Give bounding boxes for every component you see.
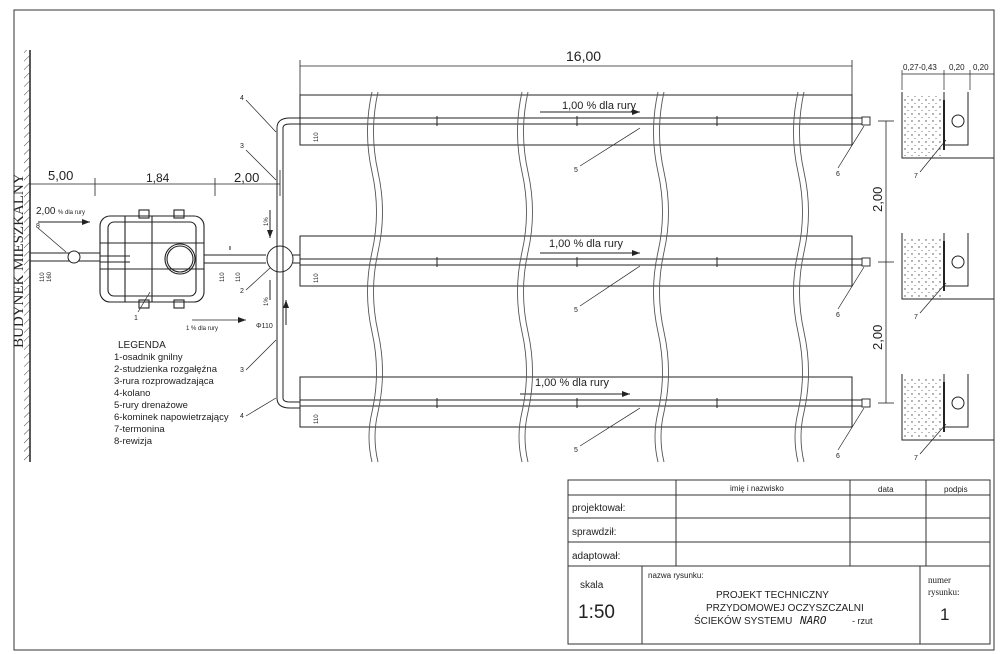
dimension-16: [299, 60, 853, 95]
callout-leaders-right: [579, 125, 947, 455]
pipe-diameter-vertical: Φ110: [256, 323, 273, 330]
legend-item: 6-kominek napowietrzający: [114, 412, 229, 423]
callout-7-top: 7: [914, 173, 918, 180]
callout-6-middle: 6: [836, 312, 840, 319]
pipe-diameter-110-a: 110: [220, 272, 226, 282]
tb-row-designed: projektował:: [572, 503, 625, 514]
tb-drawing-title-3: ŚCIEKÓW SYSTEMU: [694, 614, 792, 627]
callout-5-top: 5: [574, 167, 578, 174]
pipe-diameter-middle: 110: [314, 273, 320, 283]
tb-scale-label: skala: [580, 580, 604, 591]
septic-tank: [99, 209, 205, 309]
pipe-joints: [436, 116, 718, 408]
legend-item: 3-rura rozprowadzająca: [114, 376, 215, 387]
callout-7-middle: 7: [914, 314, 918, 321]
callout-4-bottom: 4: [240, 413, 244, 420]
callout-5-bottom: 5: [574, 447, 578, 454]
tb-row-adapted: adaptował:: [572, 551, 620, 562]
pipe-diameter-bottom: 110: [314, 414, 320, 424]
inlet-pipe: [30, 219, 100, 262]
callout-3-bottom: 3: [240, 367, 244, 374]
legend: LEGENDA 1-osadnik gnilny 2-studzienka ro…: [114, 340, 229, 447]
dimension-spacing: [878, 120, 894, 404]
drain-slope-bottom: 1,00 % dla rury: [535, 377, 609, 389]
break-lines: [367, 91, 809, 463]
callout-8: 8: [36, 223, 40, 230]
distribution-manifold: [266, 117, 300, 409]
trench-top: [299, 94, 871, 146]
legend-item: 8-rewizja: [114, 436, 153, 447]
cross-section-bottom: [901, 374, 994, 441]
cross-section-middle: [901, 233, 994, 300]
dimension-0-27-0-43: 0,27-0,43: [903, 63, 937, 72]
inlet-slope-value: 2,00: [36, 206, 56, 217]
inlet-slope-unit: % dla rury: [58, 210, 85, 216]
tb-drawing-title-2: PRZYDOMOWEJ OCZYSZCZALNI: [706, 603, 864, 614]
dimension-line-left: [29, 170, 281, 196]
callout-7-bottom: 7: [914, 455, 918, 462]
pipe-diameter-110-b: 110: [236, 272, 242, 282]
callout-6-bottom: 6: [836, 453, 840, 460]
callout-1: 1: [134, 315, 138, 322]
dimension-0-20-a: 0,20: [949, 63, 965, 72]
trench-bottom: [299, 376, 871, 428]
sheet-border: [13, 9, 995, 651]
callout-3-top: 3: [240, 143, 244, 150]
legend-item: 4-kolano: [114, 388, 150, 399]
tb-drawing-suffix: - rzut: [852, 616, 873, 626]
outlet-pipe: [204, 246, 266, 264]
drain-slope-middle: 1,00 % dla rury: [549, 238, 623, 250]
slope-vertical-1: 1%: [264, 217, 270, 226]
callout-4-top: 4: [240, 95, 244, 102]
legend-item: 1-osadnik gnilny: [114, 352, 183, 363]
pipe-diameter-top: 110: [314, 132, 320, 142]
title-block: [567, 479, 991, 645]
tb-drawing-name-label: nazwa rysunku:: [648, 571, 704, 580]
tb-number-label-1: numer: [928, 575, 951, 585]
dimension-2-00-right-bottom: 2,00: [870, 325, 885, 350]
callout-2: 2: [240, 288, 244, 295]
pipe-diameter-110-160: 110: [40, 272, 46, 282]
dimension-2-00-right-top: 2,00: [870, 187, 885, 212]
dimension-2-00-left: 2,00: [234, 170, 259, 185]
dimension-16-00: 16,00: [566, 48, 601, 64]
building-wall: BUDYNEK MIESZKALNY: [11, 50, 31, 462]
building-label: BUDYNEK MIESZKALNY: [11, 173, 27, 348]
tb-col-name: imię i nazwisko: [730, 484, 784, 493]
dimension-1-84: 1,84: [146, 171, 170, 185]
tb-scale-value: 1:50: [578, 602, 615, 623]
callout-6-top: 6: [836, 171, 840, 178]
revision-8: [67, 250, 81, 264]
slope-1-percent-distribution: 1 % dla rury: [186, 326, 218, 332]
callout-5-middle: 5: [574, 307, 578, 314]
tb-drawing-title-1: PROJEKT TECHNICZNY: [716, 590, 829, 601]
legend-item: 2-studzienka rozgałęźna: [114, 364, 218, 375]
tb-row-checked: sprawdził:: [572, 527, 616, 538]
pipe-diameter-160: 160: [47, 271, 53, 282]
tb-col-sign: podpis: [944, 485, 968, 494]
dimension-0-20-b: 0,20: [973, 63, 989, 72]
slope-vertical-2: 1%: [264, 297, 270, 306]
section-dimensions: [901, 70, 994, 90]
legend-item: 5-rury drenażowe: [114, 400, 188, 411]
legend-title: LEGENDA: [118, 340, 166, 351]
drain-slope-top: 1,00 % dla rury: [562, 100, 636, 112]
tb-system-name: NARO: [799, 614, 827, 627]
tb-number-value: 1: [940, 605, 949, 624]
legend-item: 7-termonina: [114, 424, 165, 435]
tb-number-label-2: rysunku:: [928, 587, 960, 597]
cross-section-top: [901, 92, 994, 159]
trench-middle: [299, 235, 871, 287]
callout-leaders-left: [245, 99, 277, 417]
tb-col-date: data: [878, 485, 894, 494]
dimension-5-00: 5,00: [48, 168, 73, 183]
